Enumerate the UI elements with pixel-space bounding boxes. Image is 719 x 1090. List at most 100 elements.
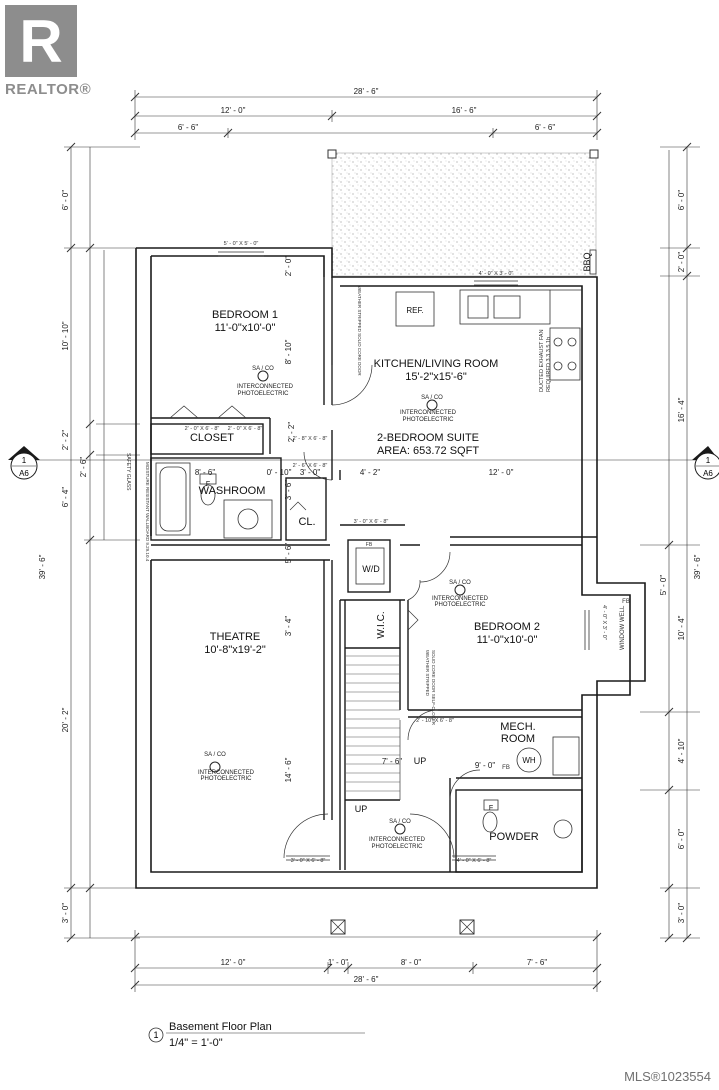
dim-right-well: 5' - 0" bbox=[659, 575, 668, 596]
realtor-logo-box: R bbox=[5, 5, 77, 77]
idim-5-6: 5' - 6" bbox=[284, 543, 293, 564]
dim-bottom-b: 1' - 0" bbox=[328, 958, 349, 967]
dim-right-bbq: 2' - 0" bbox=[677, 252, 686, 273]
dim-left-washroom: 6' - 4" bbox=[61, 487, 70, 508]
label-suite: 2-BEDROOM SUITE bbox=[377, 432, 479, 444]
label-cl: CL. bbox=[298, 516, 315, 528]
dim-bottom-c: 8' - 0" bbox=[401, 958, 422, 967]
note-safety-glass: SAFETY GLASS bbox=[125, 453, 131, 491]
sa-co-1-line2: INTERCONNECTED bbox=[237, 384, 294, 390]
note-stair-wall-2: WEATHER STRIPPED bbox=[425, 650, 430, 697]
dim-top-total: 28' - 6" bbox=[354, 87, 379, 96]
note-window-well: WINDOW WELL bbox=[620, 605, 626, 650]
idim-8-6: 8' - 6" bbox=[195, 468, 216, 477]
dim-left-closet: 2' - 2" bbox=[61, 430, 70, 451]
caption-number: 1 bbox=[153, 1030, 158, 1040]
sa-co-3: SA / CO bbox=[449, 580, 471, 586]
note-mech-door: 2' - 10" X 6' - 8" bbox=[416, 718, 454, 724]
label-bedroom1-size: 11'-0"x10'-0" bbox=[215, 322, 276, 334]
note-wallboard: MOISTURE RESISTANT WALLBOARD 9.29.10.4 bbox=[145, 462, 150, 562]
label-mech: MECH. bbox=[500, 721, 535, 733]
fixtures bbox=[155, 249, 597, 839]
label-mech-room: ROOM bbox=[501, 733, 535, 745]
realtor-logo-letter: R bbox=[19, 8, 63, 75]
idim-2-2: 2' - 2" bbox=[287, 422, 296, 443]
note-fb-mech: FB bbox=[502, 765, 510, 771]
sa-co-3-line3: PHOTOELECTRIC bbox=[435, 602, 487, 608]
sa-co-2-line3: PHOTOELECTRIC bbox=[403, 417, 455, 423]
dim-left-total: 39' - 6" bbox=[38, 554, 47, 579]
note-closet-door-1: 2' - 0" X 6' - 8" bbox=[185, 426, 220, 432]
sa-co-3-line2: INTERCONNECTED bbox=[432, 596, 489, 602]
idim-4-2: 4' - 2" bbox=[360, 468, 381, 477]
dim-left-patio: 6' - 0" bbox=[61, 190, 70, 211]
section-right-number: 1 bbox=[706, 456, 711, 465]
note-stair-wall: SOLID CORE DOOR SELF-CLOSER bbox=[431, 650, 436, 726]
label-suite-area: AREA: 653.72 SQFT bbox=[377, 445, 479, 457]
note-bottom-right-door: 4' - 0" X 6' - 8" bbox=[457, 858, 492, 864]
dim-bottom-total: 28' - 6" bbox=[354, 975, 379, 984]
note-well-window: 4' - 0" X 3' - 0" bbox=[601, 605, 607, 640]
wall-windows bbox=[218, 251, 590, 861]
sa-co-2: SA / CO bbox=[421, 395, 443, 401]
note-top-kitchen-window: 4' - 0" X 3' - 0" bbox=[479, 271, 514, 277]
dim-right-bottom: 3' - 0" bbox=[677, 903, 686, 924]
idim-0-10: 0' - 10" bbox=[267, 468, 292, 477]
sa-co-5-line3: PHOTOELECTRIC bbox=[372, 844, 424, 850]
exterior-walls bbox=[135, 247, 646, 889]
section-marker-right bbox=[692, 446, 719, 480]
idim-12-0: 12' - 0" bbox=[489, 468, 514, 477]
label-toilet-f-2: F bbox=[489, 805, 493, 812]
label-washroom: WASHROOM bbox=[199, 485, 266, 497]
dim-top-left: 12' - 0" bbox=[221, 106, 246, 115]
note-wd-door: 3' - 0" X 6' - 8" bbox=[354, 519, 389, 525]
dim-right-kitchen: 16' - 4" bbox=[677, 397, 686, 422]
sa-co-1: SA / CO bbox=[252, 366, 274, 372]
smoke-detectors bbox=[209, 370, 466, 835]
dim-left-bottom: 3' - 0" bbox=[61, 903, 70, 924]
stair-treads bbox=[346, 655, 401, 800]
dim-left-bedroom: 10' - 10" bbox=[61, 321, 70, 350]
label-wic: W.I.C. bbox=[376, 611, 387, 638]
idim-7-6: 7' - 6" bbox=[382, 757, 403, 766]
section-right-sheet: A6 bbox=[703, 469, 713, 478]
caption-title: Basement Floor Plan bbox=[169, 1021, 272, 1033]
realtor-logo-text: REALTOR® bbox=[5, 81, 92, 98]
sa-co-5: SA / CO bbox=[389, 819, 411, 825]
dim-right-mech: 4' - 10" bbox=[677, 738, 686, 763]
section-marker-left bbox=[8, 446, 40, 480]
dim-left-theatre: 20' - 2" bbox=[61, 707, 70, 732]
dim-bottom-d: 7' - 6" bbox=[527, 958, 548, 967]
note-exhaust-2: REQUIRED 3.3.3.5.1b bbox=[546, 337, 552, 392]
caption-scale: 1/4" = 1'-0" bbox=[169, 1037, 223, 1049]
sa-co-4: SA / CO bbox=[204, 752, 226, 758]
note-bedroom1-door: WEATHER STRIPPED SOLID CORE DOOR bbox=[357, 286, 362, 376]
realtor-logo: R REALTOR® bbox=[5, 5, 91, 105]
label-bedroom2: BEDROOM 2 bbox=[474, 621, 540, 633]
sa-co-4-line3: PHOTOELECTRIC bbox=[201, 776, 253, 782]
label-bbq: BBQ bbox=[582, 252, 592, 271]
note-closet-door-2: 2' - 0" X 6' - 8" bbox=[228, 426, 263, 432]
interior-walls bbox=[150, 277, 597, 873]
mls-number: MLS®1023554 bbox=[624, 1069, 711, 1084]
note-exhaust: DUCTED EXHAUST FAN bbox=[539, 329, 545, 392]
label-ref: REF. bbox=[406, 306, 423, 315]
sa-co-4-line2: INTERCONNECTED bbox=[198, 770, 255, 776]
dim-right-patio: 6' - 0" bbox=[677, 190, 686, 211]
label-bedroom1: BEDROOM 1 bbox=[212, 309, 278, 321]
idim-8-10: 8' - 10" bbox=[284, 339, 293, 364]
section-left-number: 1 bbox=[22, 456, 27, 465]
label-kitchen-size: 15'-2"x15'-6" bbox=[405, 371, 467, 383]
label-wd: W/D bbox=[362, 564, 380, 574]
idim-14-6: 14' - 6" bbox=[284, 757, 293, 782]
dim-top-sub-right: 6' - 6" bbox=[535, 123, 556, 132]
label-closet: CLOSET bbox=[190, 432, 234, 444]
caption-circle bbox=[148, 1027, 164, 1043]
sa-co-1-line3: PHOTOELECTRIC bbox=[238, 391, 290, 397]
patio-area bbox=[331, 152, 597, 277]
idim-3-4: 3' - 4" bbox=[284, 616, 293, 637]
idim-3-0: 3' - 0" bbox=[300, 468, 321, 477]
dim-right-total: 39' - 6" bbox=[693, 554, 702, 579]
label-up-1: UP bbox=[414, 756, 427, 766]
